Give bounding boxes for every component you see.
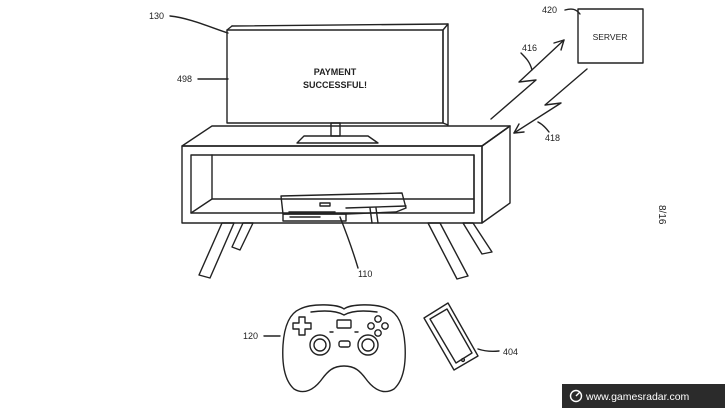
- ref-phone: 404: [503, 347, 518, 357]
- ref-uplink: 416: [522, 43, 537, 53]
- server-label: SERVER: [593, 32, 628, 42]
- cabinet-leg-left-back: [231, 222, 254, 251]
- ref-downlink: 418: [545, 133, 560, 143]
- ref-screen: 498: [177, 74, 192, 84]
- television: [226, 23, 449, 144]
- downlink-arrow: [513, 68, 588, 134]
- screen-text-line2: SUCCESSFUL!: [303, 80, 367, 90]
- uplink-arrowhead: [553, 39, 565, 51]
- cabinet-side: [481, 125, 511, 224]
- phone-body: [423, 302, 479, 371]
- server-box: [577, 8, 644, 64]
- tv-stand-base: [296, 135, 379, 144]
- ref-server: 420: [542, 5, 557, 15]
- ref-tv: 130: [149, 11, 164, 21]
- watermark-text: www.gamesradar.com: [585, 391, 690, 403]
- cabinet-leg-right-back: [462, 222, 493, 255]
- game-console: [280, 192, 407, 224]
- cabinet-inner-back: [190, 198, 475, 214]
- downlink-arrowhead: [513, 123, 525, 134]
- phone-screen: [429, 308, 473, 364]
- watermark: www.gamesradar.com: [562, 384, 725, 408]
- tv-neck: [330, 122, 341, 137]
- console-body: [280, 192, 407, 215]
- watermark-bar: [562, 384, 725, 408]
- ref-console: 110: [358, 269, 372, 279]
- smartphone: [423, 302, 479, 371]
- wireless-link: [490, 39, 588, 134]
- tv-top-edge: [226, 25, 233, 31]
- games-radar-logo-icon: [569, 389, 583, 403]
- ref-controller: 120: [243, 331, 258, 341]
- screen-text-line1: PAYMENT: [314, 67, 357, 77]
- cabinet-inner: [190, 154, 475, 214]
- game-controller: [282, 304, 406, 393]
- uplink-arrow: [490, 39, 565, 120]
- cabinet-leg-left: [198, 222, 235, 279]
- cabinet-leg-right: [427, 222, 469, 280]
- tv-cabinet: [181, 125, 511, 280]
- controller-body: [282, 304, 406, 393]
- leader-lines: [169, 8, 581, 353]
- tv-side: [442, 23, 449, 126]
- page-number: 8/16: [656, 205, 667, 225]
